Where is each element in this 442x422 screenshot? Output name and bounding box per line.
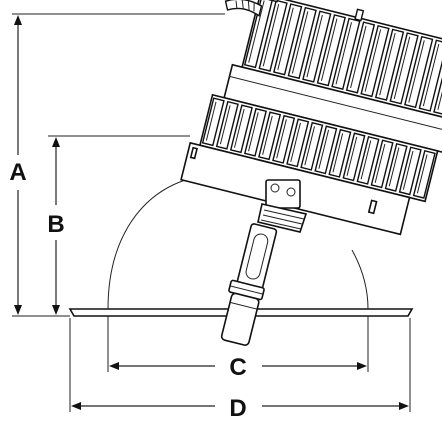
dimension-label-a: A: [9, 159, 26, 186]
dimension-label-b: B: [47, 211, 64, 238]
dimension-label-c: C: [229, 354, 246, 381]
front-heat-sink: [198, 93, 439, 203]
dimension-label-d: D: [229, 395, 246, 422]
spring-arm: [220, 223, 278, 346]
dimension-b: B: [47, 135, 190, 315]
power-cable: [224, 0, 365, 22]
mounting-bracket: [257, 179, 308, 233]
lamp-head: [180, 0, 442, 236]
dimension-d: D: [69, 318, 411, 422]
rear-heat-sink: [241, 0, 442, 119]
dimension-c: C: [107, 316, 369, 381]
cutout-arc: [107, 177, 369, 310]
dimension-a: A: [9, 13, 225, 317]
